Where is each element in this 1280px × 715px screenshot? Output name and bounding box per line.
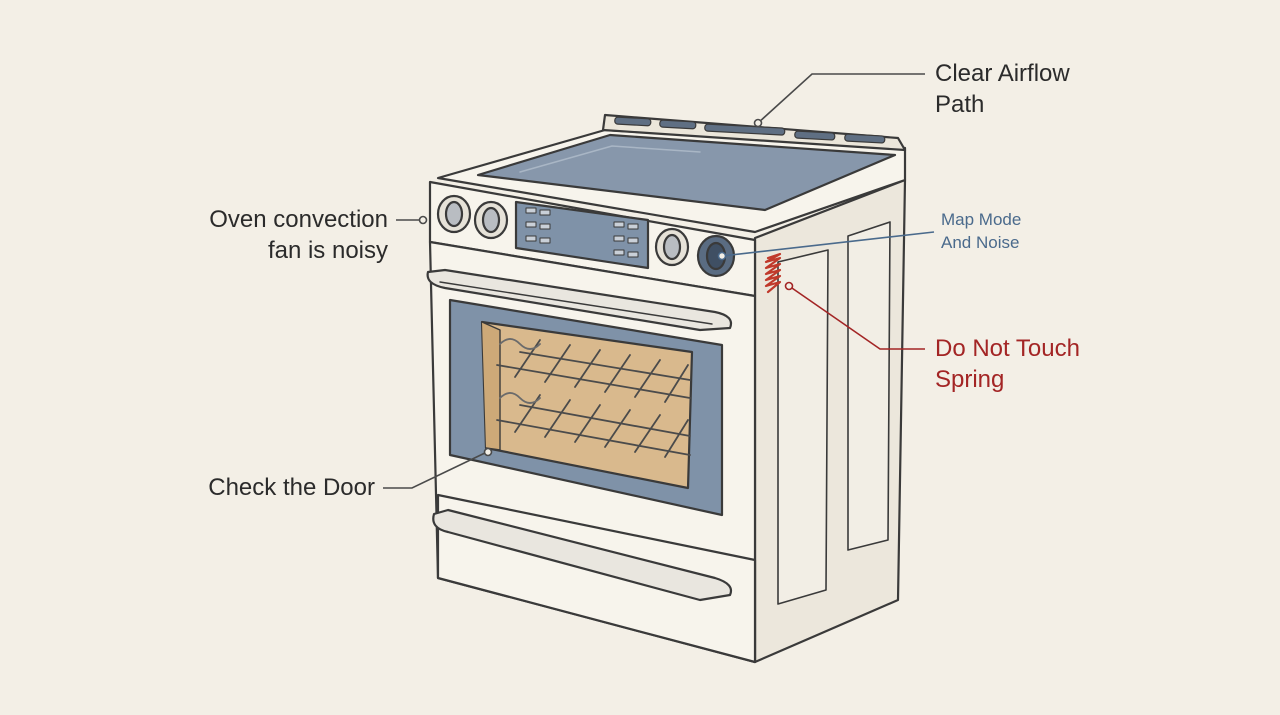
heating-element <box>499 338 541 350</box>
leader-airflow <box>757 73 925 124</box>
leader-mode <box>721 231 935 257</box>
oven-rack-icon <box>496 338 691 458</box>
callout-fan-line1: Oven convection <box>209 206 388 233</box>
callout-spring-line2: Spring <box>935 366 1005 393</box>
callout-mode-line1: Map Mode <box>941 210 1022 229</box>
callout-mode: Map Mode And Noise <box>941 208 1021 254</box>
side-panel-inset-back <box>847 221 891 551</box>
callout-mode-line2: And Noise <box>941 233 1020 252</box>
callout-airflow-line1: Clear Airflow <box>935 60 1070 87</box>
touch-buttons <box>525 207 639 258</box>
callout-spring-line1: Do Not Touch <box>935 335 1080 362</box>
side-panel-inset-front <box>777 249 829 605</box>
callout-door: Check the Door <box>208 472 375 503</box>
callout-airflow: Clear Airflow Path <box>935 58 1070 120</box>
leader-door <box>383 451 488 489</box>
spring-icon <box>764 252 782 294</box>
callout-fan-line2: fan is noisy <box>267 237 388 264</box>
control-knob-icon <box>436 194 736 278</box>
callout-fan: Oven convection fan is noisy <box>209 204 388 266</box>
callout-door-line1: Check the Door <box>208 474 375 501</box>
airflow-vents <box>614 116 886 144</box>
callout-airflow-line2: Path <box>935 91 985 118</box>
leader-spring <box>788 285 925 350</box>
cooktop-highlight <box>519 145 701 173</box>
drawer-handle <box>432 508 733 602</box>
callout-spring: Do Not Touch Spring <box>935 333 1080 395</box>
